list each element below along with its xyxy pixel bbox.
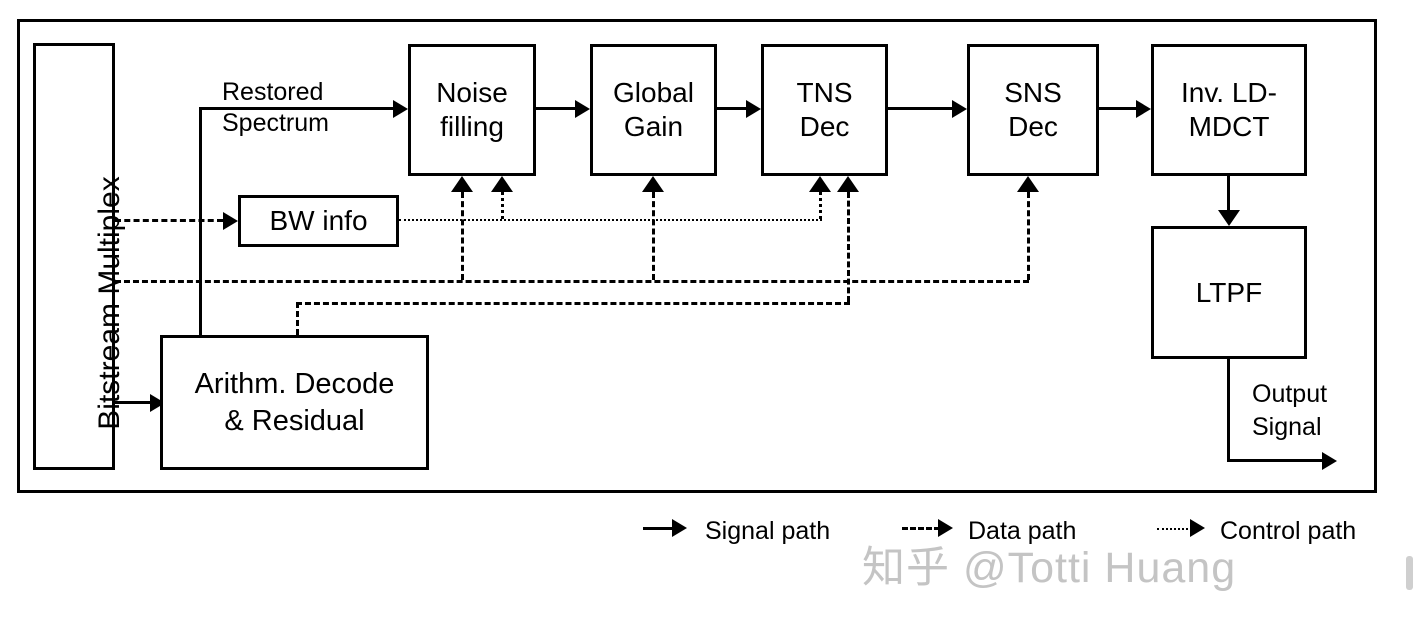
edge-bitstream-to-bwinfo-line: [115, 219, 223, 222]
edge-global-to-tns-line: [717, 107, 747, 110]
block-noise-filling-label-line2: filling: [440, 111, 504, 142]
block-arith-decode-label-line2: & Residual: [224, 404, 365, 437]
edge-noise-to-global-line: [536, 107, 576, 110]
block-noise-filling-label-line1: Noise: [436, 77, 508, 108]
block-bitstream-multiplex-label: Bitstream Multiplex: [93, 176, 126, 430]
block-inv-ld-mdct: Inv. LD- MDCT: [1151, 44, 1307, 176]
block-sns-dec-label-line1: SNS: [1004, 77, 1062, 108]
block-tns-dec-label-line2: Dec: [799, 111, 850, 142]
arrowhead-data-noise-filling: [451, 176, 473, 192]
control-branch-noise-filling: [501, 192, 504, 219]
legend-signal-path-label: Signal path: [705, 517, 831, 545]
block-inv-ld-mdct-label-line2: MDCT: [1188, 111, 1270, 142]
legend-solid-line-sample: [643, 527, 675, 530]
block-tns-dec-label-line1: TNS: [796, 77, 853, 108]
block-noise-filling: Noise filling: [408, 44, 536, 176]
legend-dashed-arrowhead: [938, 519, 953, 537]
restored-spectrum-label-line1: Restored: [222, 78, 324, 106]
diagram-frame: [17, 19, 1377, 493]
arrowhead-control-tns-dec: [809, 176, 831, 192]
legend-dotted-arrowhead: [1190, 519, 1205, 537]
edge-ltpf-output-vline: [1227, 359, 1230, 461]
watermark-text: 知乎 @Totti Huang: [862, 544, 1237, 592]
edge-mdct-to-ltpf-line: [1227, 176, 1230, 212]
block-ltpf-label: LTPF: [1195, 276, 1263, 308]
watermark-cutoff-glyph: [1406, 556, 1413, 590]
output-signal-label: Output Signal: [1252, 378, 1327, 444]
data-branch-sns-dec: [1027, 192, 1030, 280]
control-branch-tns-dec: [819, 192, 822, 219]
block-bitstream-multiplex: Bitstream Multiplex: [33, 43, 126, 470]
control-bus-line: [399, 219, 822, 221]
legend: Signal path Data path Control path: [0, 515, 1416, 555]
data-branch-global-gain: [652, 192, 655, 280]
arrowhead-into-inv-ld-mdct: [1136, 100, 1151, 118]
edge-tns-to-sns-line: [888, 107, 953, 110]
data-bus-line: [115, 280, 1029, 283]
data-branch-noise-filling: [461, 192, 464, 280]
restored-spectrum-label-line2: Spectrum: [222, 109, 329, 137]
block-inv-ld-mdct-label-line1: Inv. LD-: [1181, 77, 1277, 108]
block-bw-info-label: BW info: [269, 205, 368, 236]
block-arith-decode: Arithm. Decode & Residual: [160, 335, 429, 470]
arrowhead-control-noise-filling: [491, 176, 513, 192]
edge-bitstream-to-arith-line: [115, 401, 151, 404]
arrowhead-output-signal: [1322, 452, 1337, 470]
arrowhead-into-bw-info: [223, 212, 238, 230]
arrowhead-data-tns-dec: [837, 176, 859, 192]
arrowhead-into-tns-dec: [746, 100, 761, 118]
restored-spectrum-label: Restored Spectrum: [222, 77, 329, 139]
block-sns-dec-label-line2: Dec: [1008, 111, 1058, 142]
legend-solid-arrowhead: [672, 519, 687, 537]
edge-sns-to-mdct-line: [1099, 107, 1137, 110]
edge-restored-spectrum-line: [199, 107, 394, 110]
legend-dashed-line-sample: [902, 527, 940, 530]
block-global-gain-label-line2: Gain: [623, 111, 684, 142]
output-signal-label-line2: Signal: [1252, 413, 1322, 441]
legend-data-path-label: Data path: [968, 517, 1077, 545]
edge-ltpf-output-hline: [1227, 459, 1322, 462]
arrowhead-data-sns-dec: [1017, 176, 1039, 192]
arith-data-stub: [296, 302, 299, 335]
block-ltpf: LTPF: [1151, 226, 1307, 359]
block-global-gain-label-line1: Global: [613, 77, 694, 108]
block-tns-dec: TNS Dec: [761, 44, 888, 176]
legend-control-path-label: Control path: [1220, 517, 1357, 545]
data-branch-tns-dec: [847, 192, 850, 302]
arrowhead-data-global-gain: [642, 176, 664, 192]
block-bw-info: BW info: [238, 195, 399, 247]
arrowhead-into-noise-filling: [393, 100, 408, 118]
block-global-gain: Global Gain: [590, 44, 717, 176]
arrowhead-into-global-gain: [575, 100, 590, 118]
block-sns-dec: SNS Dec: [967, 44, 1099, 176]
block-arith-decode-label-line1: Arithm. Decode: [194, 367, 395, 400]
arith-to-tns-data-line: [296, 302, 850, 305]
legend-dotted-line-sample: [1157, 528, 1192, 530]
arrowhead-into-sns-dec: [952, 100, 967, 118]
output-signal-label-line1: Output: [1252, 380, 1328, 408]
arrowhead-into-ltpf: [1218, 210, 1240, 226]
